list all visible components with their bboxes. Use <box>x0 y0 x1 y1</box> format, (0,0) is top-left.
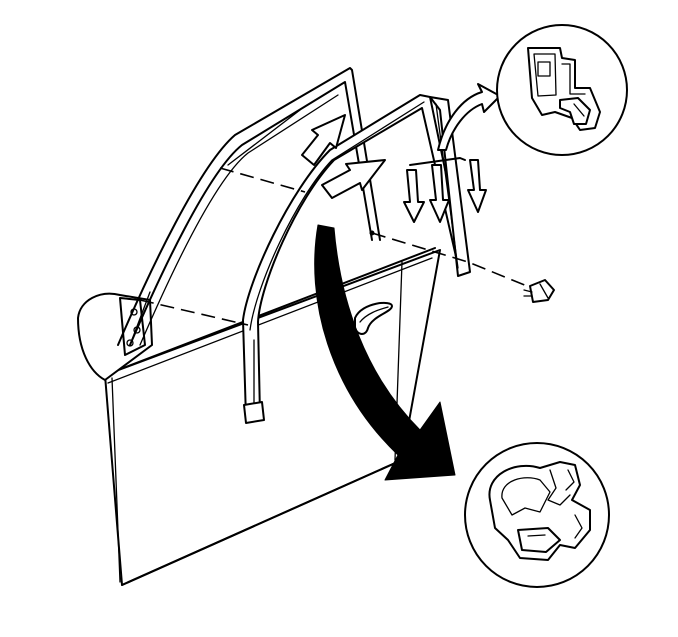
channel-cross-section-icon <box>527 47 601 131</box>
channel-cross-section-icon <box>488 461 591 561</box>
mirror-bracket <box>77 292 153 381</box>
mounting-hole <box>369 230 375 236</box>
door-handle <box>354 301 393 335</box>
alignment-lines <box>139 167 533 326</box>
glass-run-channel <box>242 94 471 424</box>
lower-detail-callout <box>464 442 610 588</box>
downward-arrows <box>403 157 487 223</box>
curved-arrow-to-lower-detail <box>314 224 456 481</box>
fastener-clip <box>523 279 555 303</box>
window-frame <box>117 67 381 346</box>
removal-arrow-lower <box>321 159 386 199</box>
upper-detail-callout <box>496 24 628 156</box>
removal-arrow-upper <box>301 114 346 166</box>
